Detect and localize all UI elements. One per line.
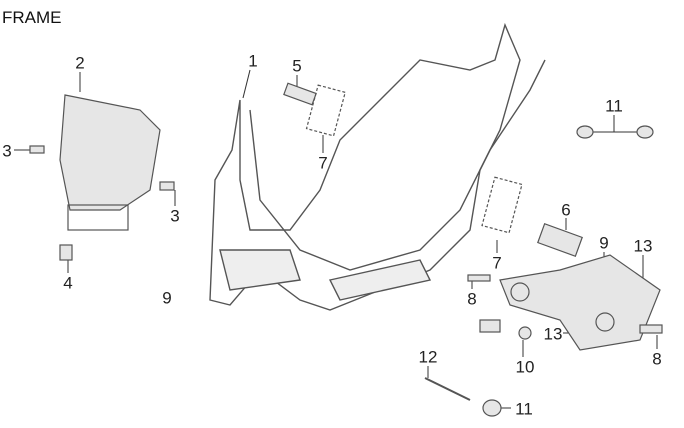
part-6 bbox=[537, 222, 583, 258]
diagram-title: FRAME bbox=[2, 8, 62, 27]
callout-4: 4 bbox=[63, 273, 73, 293]
bracket-part bbox=[59, 94, 161, 211]
leader-lines bbox=[14, 69, 658, 409]
part-5 bbox=[283, 82, 317, 106]
callout-11: 11 bbox=[605, 96, 623, 116]
callout-3: 3 bbox=[2, 141, 12, 161]
callout-12: 12 bbox=[418, 347, 438, 367]
callout-7: 7 bbox=[318, 153, 328, 173]
callout-10: 10 bbox=[515, 357, 535, 377]
part-9-arm bbox=[499, 254, 661, 351]
bolt-3 bbox=[29, 145, 45, 154]
callout-2: 2 bbox=[75, 53, 85, 73]
callout-9: 9 bbox=[162, 288, 172, 308]
frame-drawing bbox=[209, 22, 546, 311]
callout-13: 13 bbox=[633, 236, 653, 256]
bolt-4 bbox=[59, 244, 73, 261]
bolt-3b bbox=[159, 181, 175, 191]
small-parts bbox=[29, 82, 663, 417]
callout-8: 8 bbox=[467, 289, 477, 309]
callout-8: 8 bbox=[652, 349, 662, 369]
callout-9: 9 bbox=[599, 233, 609, 253]
callout-1: 1 bbox=[248, 51, 258, 71]
callout-6: 6 bbox=[561, 200, 571, 220]
callout-7: 7 bbox=[492, 253, 502, 273]
callout-3: 3 bbox=[170, 206, 180, 226]
callout-11: 11 bbox=[515, 399, 533, 419]
callout-5: 5 bbox=[292, 56, 302, 76]
callout-13: 13 bbox=[543, 324, 563, 344]
